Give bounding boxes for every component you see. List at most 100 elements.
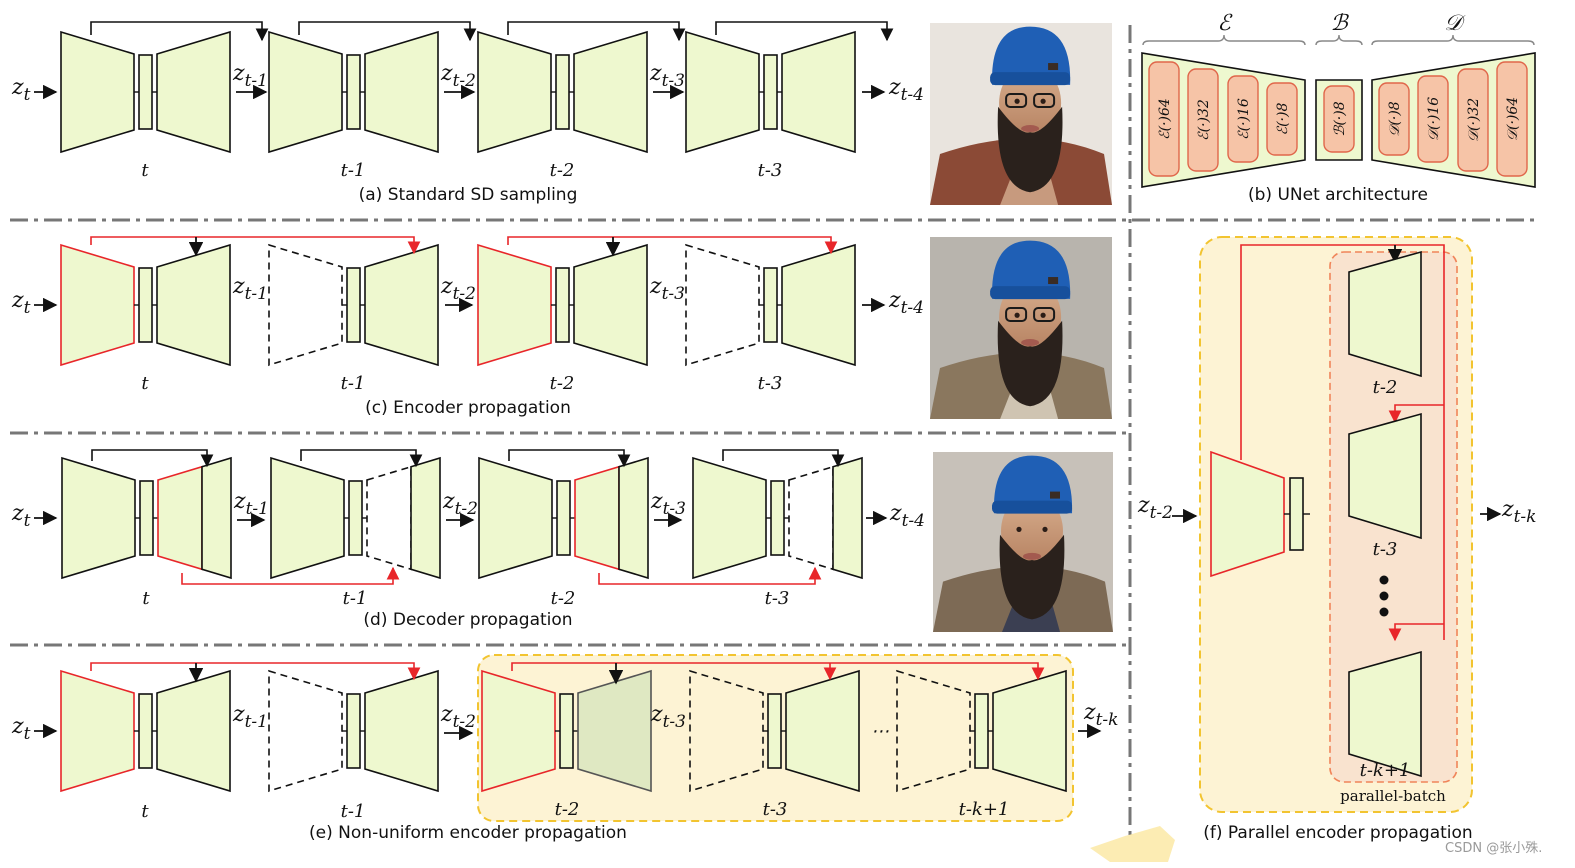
timestep-label: t-1 bbox=[341, 801, 366, 822]
bottleneck-block bbox=[974, 693, 989, 769]
decoder-block bbox=[573, 243, 648, 367]
beanie bbox=[992, 240, 1071, 299]
latent-t-2: zt-2 bbox=[440, 61, 476, 91]
timestep-label: t-1 bbox=[341, 160, 366, 181]
glasses-lens bbox=[1005, 92, 1028, 108]
latent-t-3: zt-3 bbox=[649, 274, 685, 304]
decoder-front bbox=[788, 465, 834, 571]
latent-t-1: zt-1 bbox=[232, 61, 268, 91]
encoder-block bbox=[477, 243, 552, 367]
timestep-label: t-3 bbox=[758, 373, 783, 394]
timestep-label: t-2 bbox=[550, 160, 575, 181]
latent-output: zt-4 bbox=[888, 288, 924, 318]
generated-portraits bbox=[930, 23, 1113, 632]
timestep-label: t-2 bbox=[551, 588, 576, 609]
portrait-2 bbox=[930, 237, 1112, 419]
timestep-label: t bbox=[141, 160, 149, 181]
brace bbox=[1315, 34, 1363, 46]
timestep-label: t-2 bbox=[550, 373, 575, 394]
latent-output: zt-4 bbox=[889, 501, 925, 531]
latent-t-2: zt-2 bbox=[440, 274, 476, 304]
unet-block-label: 𝒟(·)64 bbox=[1505, 97, 1521, 141]
unet-block-label: 𝒟(·)16 bbox=[1426, 97, 1442, 141]
encoder-feature-propagation bbox=[507, 236, 838, 255]
decorative-shape bbox=[1090, 826, 1175, 862]
bottleneck-block bbox=[138, 693, 153, 769]
bottleneck-block bbox=[555, 267, 570, 343]
encoder-feature-propagation bbox=[511, 662, 1045, 681]
eye bbox=[1014, 312, 1020, 318]
latent-output: zt-k bbox=[1083, 700, 1118, 730]
latent-input: zt bbox=[11, 288, 31, 318]
ellipsis: ⋯ bbox=[871, 721, 889, 742]
bottleneck-block bbox=[348, 480, 363, 556]
latent-t-2: zt-2 bbox=[442, 489, 478, 519]
beard bbox=[997, 320, 1063, 407]
decoder-back bbox=[201, 456, 232, 580]
unet-block-label: ℰ(·)32 bbox=[1196, 99, 1212, 141]
bottleneck-block bbox=[763, 54, 778, 130]
beanie-band bbox=[992, 500, 1072, 514]
decoder-block bbox=[781, 243, 856, 367]
unet-block-label: 𝒟(·)32 bbox=[1466, 98, 1482, 142]
latent-output: zt-k bbox=[1501, 497, 1536, 527]
beard bbox=[997, 106, 1063, 193]
bottleneck-block bbox=[139, 480, 154, 556]
timestep-label: t-k+1 bbox=[1360, 760, 1411, 781]
glasses-lens bbox=[1033, 306, 1056, 322]
decoder-block bbox=[364, 669, 439, 793]
brace bbox=[1142, 34, 1306, 46]
encoder-skipped bbox=[685, 243, 760, 367]
encoder-container bbox=[1141, 52, 1306, 188]
bottleneck-block bbox=[1289, 477, 1304, 551]
skip-connection bbox=[300, 449, 423, 468]
unet-block bbox=[1457, 68, 1489, 172]
skip-connection bbox=[715, 21, 894, 42]
bottleneck-block bbox=[346, 54, 361, 130]
encoder-block bbox=[61, 456, 136, 580]
symbol-label: ℰ bbox=[1217, 11, 1233, 36]
bottleneck-block bbox=[763, 267, 778, 343]
caption-c: (c) Encoder propagation bbox=[365, 398, 571, 418]
symbol-label: ℬ bbox=[1330, 11, 1349, 36]
decoder-block bbox=[1348, 412, 1422, 540]
decoder-back bbox=[410, 456, 441, 580]
beanie-band bbox=[990, 72, 1071, 86]
encoder-skipped bbox=[268, 669, 343, 793]
latent-t-3: zt-3 bbox=[650, 702, 686, 732]
decoder-feature-propagation bbox=[598, 566, 822, 585]
beanie-patch bbox=[1050, 491, 1060, 499]
decoder-front bbox=[366, 465, 412, 571]
unet-block-label: 𝒟(·)8 bbox=[1387, 101, 1403, 137]
encoder-skipped bbox=[268, 243, 343, 367]
encoder-block bbox=[481, 669, 556, 793]
latent-t-1: zt-1 bbox=[233, 489, 269, 519]
skip-connection bbox=[298, 21, 477, 42]
decoder-block bbox=[577, 669, 652, 793]
beanie bbox=[993, 455, 1073, 514]
encoder-block bbox=[60, 30, 135, 154]
glasses-lens bbox=[1005, 306, 1028, 322]
caption-f: (f) Parallel encoder propagation bbox=[1203, 823, 1472, 843]
encoder-block bbox=[478, 456, 553, 580]
beanie-patch bbox=[1048, 277, 1059, 285]
decoder-front bbox=[574, 465, 620, 571]
latent-input: zt bbox=[11, 75, 31, 105]
unet-block-label: ℬ(·)8 bbox=[1332, 101, 1348, 136]
caption-d: (d) Decoder propagation bbox=[363, 610, 572, 630]
encoder-feature-line bbox=[1240, 244, 1445, 640]
brace bbox=[1371, 34, 1535, 46]
unet-block-label: ℰ(·)64 bbox=[1157, 98, 1173, 140]
decoder-block bbox=[156, 669, 231, 793]
timestep-label: t-3 bbox=[765, 588, 790, 609]
glasses-lens bbox=[1033, 92, 1056, 108]
bottleneck-block bbox=[770, 480, 785, 556]
encoder-block bbox=[60, 669, 135, 793]
timestep-label: t-2 bbox=[1373, 377, 1398, 398]
timestep-label: t-k+1 bbox=[959, 799, 1010, 820]
latent-t-2: zt-2 bbox=[440, 702, 476, 732]
